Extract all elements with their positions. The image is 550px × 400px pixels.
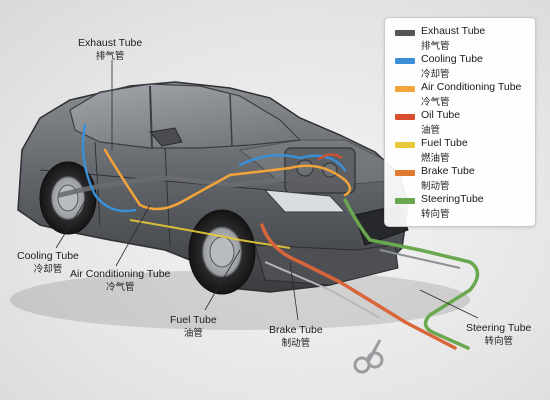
legend-label-zh: 转向管	[421, 209, 450, 220]
legend-label-zh: 冷却管	[421, 69, 450, 80]
legend-item-exhaust: Exhaust Tube 排气管	[395, 25, 533, 52]
legend-swatch	[395, 86, 415, 92]
cooling-tube-label-zh: 冷却管	[33, 264, 63, 275]
side-mirror	[149, 127, 183, 147]
exhaust-tube-callout: Exhaust Tube 排气管	[78, 37, 142, 63]
cooling-tube-line	[81, 123, 347, 213]
steering-tube-label: Steering Tube	[466, 322, 532, 334]
legend-label: SteeringTube	[421, 193, 484, 205]
cooling-tube-label: Cooling Tube	[17, 250, 79, 262]
legend-label: Oil Tube	[421, 109, 461, 121]
legend-label: Cooling Tube	[421, 53, 483, 65]
ac-tube-label: Air Conditioning Tube	[70, 268, 171, 280]
headlight	[263, 189, 347, 213]
fuel-tube-callout: Fuel Tube 油管	[170, 314, 217, 340]
legend-swatch	[395, 142, 415, 148]
brake-tube-callout: Brake Tube 制动管	[269, 324, 323, 350]
ac-tube-line	[103, 148, 352, 211]
brake-leader	[289, 261, 299, 321]
fuel-tube-label-zh: 油管	[183, 328, 203, 339]
legend-label: Air Conditioning Tube	[421, 81, 522, 93]
brake-tube-label-zh: 制动管	[281, 338, 311, 349]
steering-leader	[419, 289, 479, 319]
ac-tube-label-zh: 冷气管	[105, 282, 135, 293]
legend-swatch	[395, 198, 415, 204]
legend-item-ac: Air Conditioning Tube 冷气管	[395, 81, 533, 108]
bumper	[254, 244, 399, 286]
engine-block	[284, 147, 356, 194]
legend-label-zh: 冷气管	[421, 97, 450, 108]
fuel-tube-label: Fuel Tube	[170, 314, 217, 326]
legend-label: Brake Tube	[421, 165, 475, 177]
cooling-leader	[55, 189, 93, 249]
ac-tube-callout: Air Conditioning Tube 冷气管	[70, 268, 170, 294]
legend-item-fuel: Fuel Tube 燃油管	[395, 137, 533, 164]
legend-swatch	[395, 114, 415, 120]
car-shadow	[10, 270, 470, 330]
steering-tube-label-zh: 转向管	[484, 336, 513, 347]
legend-label-zh: 排气管	[421, 41, 450, 52]
legend-swatch	[395, 30, 415, 36]
steering-tube-line	[343, 198, 480, 350]
car-windows	[69, 83, 302, 149]
cooling-tube-callout: Cooling Tube 冷却管	[17, 250, 79, 276]
legend-label-zh: 油管	[421, 125, 441, 136]
fuel-tube-line	[129, 219, 291, 249]
oil-tube-line	[317, 153, 343, 161]
legend-label-zh: 制动管	[421, 181, 450, 192]
legend-item-steering: SteeringTube 转向管	[395, 193, 533, 220]
legend-item-cooling: Cooling Tube 冷却管	[395, 53, 533, 80]
legend-swatch	[395, 58, 415, 64]
legend-label: Exhaust Tube	[421, 25, 486, 37]
brake-tube-line	[260, 223, 457, 350]
exhaust-tube-label: Exhaust Tube	[78, 37, 143, 49]
ac-leader	[115, 204, 151, 267]
legend-label: Fuel Tube	[421, 137, 468, 149]
legend-swatch	[395, 170, 415, 176]
legend-item-brake: Brake Tube 制动管	[395, 165, 533, 192]
legend-panel: Exhaust Tube 排气管 Cooling Tube 冷却管 Air Co…	[384, 17, 536, 227]
exhaust-tube-label-zh: 排气管	[95, 51, 125, 62]
exhaust-tube-line	[57, 175, 283, 198]
steering-tube-callout: Steering Tube 转向管	[466, 322, 531, 348]
pipe-fitting	[353, 339, 384, 374]
brake-tube-label: Brake Tube	[269, 324, 323, 336]
legend-label-zh: 燃油管	[421, 153, 450, 164]
legend-item-oil: Oil Tube 油管	[395, 109, 533, 136]
fuel-leader	[204, 249, 241, 311]
